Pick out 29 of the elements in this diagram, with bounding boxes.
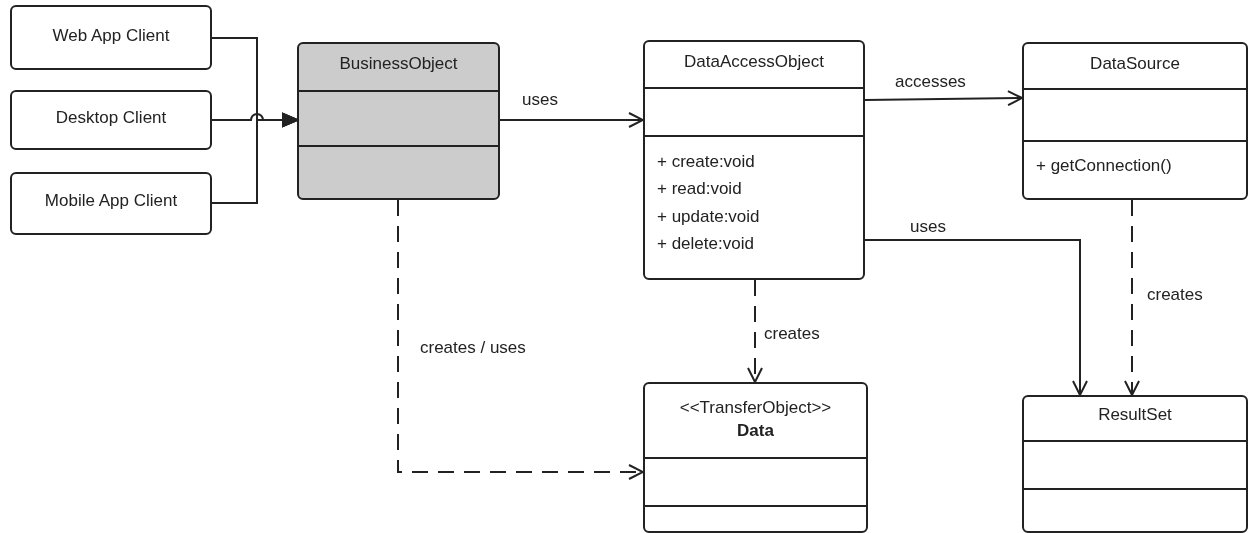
class-box: [643, 382, 868, 533]
class-box: [643, 40, 865, 280]
stereotype-label: <<TransferObject>>: [679, 397, 832, 419]
dashed-arrow: [397, 199, 644, 480]
class-box: [297, 42, 500, 200]
dashed-arrow: [1124, 199, 1140, 396]
method-signature: + getConnection(): [1036, 155, 1172, 177]
method-signature: + create:void: [657, 151, 755, 173]
client-box: [10, 5, 212, 70]
client-label: Web App Client: [52, 25, 170, 47]
class-box: [1022, 395, 1248, 533]
class-name: BusinessObject: [339, 53, 458, 75]
method-signature: + update:void: [657, 206, 760, 228]
method-signature: + read:void: [657, 178, 742, 200]
dashed-arrow: [747, 279, 763, 383]
class-name: DataAccessObject: [684, 51, 824, 73]
class-box: [1022, 42, 1248, 200]
class-name: Data: [737, 420, 774, 442]
client-box: [10, 90, 212, 150]
client-label: Desktop Client: [55, 107, 167, 129]
client-box: [10, 172, 212, 235]
method-signature: + delete:void: [657, 233, 754, 255]
arrow: [499, 112, 644, 128]
arrow: [864, 90, 1023, 107]
arrow: [864, 239, 1088, 396]
client-label: Mobile App Client: [44, 190, 178, 212]
class-name: ResultSet: [1098, 404, 1172, 426]
arrow: [211, 113, 298, 204]
class-name: DataSource: [1090, 53, 1180, 75]
